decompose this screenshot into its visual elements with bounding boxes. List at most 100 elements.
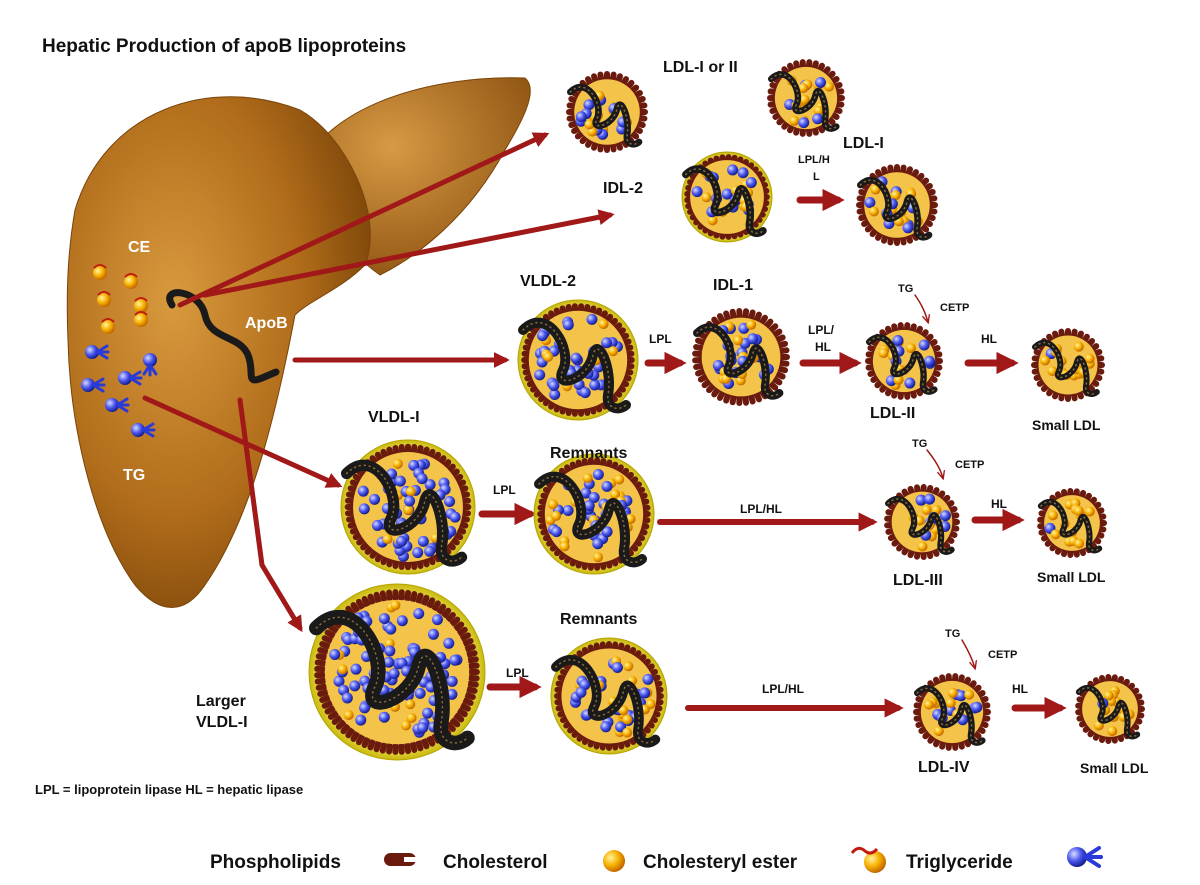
phospholipid-mark [386, 589, 393, 602]
triglyceride-mark [416, 473, 428, 485]
triglyceride-mark [745, 177, 757, 189]
liver-ce-molecule [134, 311, 148, 327]
cholesteryl-ester-mark [543, 351, 554, 362]
particle-ldl-iii [884, 484, 960, 560]
phospholipid-mark [774, 334, 786, 344]
triglyceride-mark [431, 614, 443, 626]
cholesteryl-ester-mark [598, 319, 609, 330]
triglyceride-mark [413, 608, 425, 620]
cholesteryl-ester-mark [614, 474, 625, 485]
phospholipid-mark [776, 340, 789, 349]
legend-triglyceride-label: Triglyceride [906, 852, 1013, 873]
cholesteryl-ester-mark [789, 115, 800, 126]
particle-remnants-1 [533, 453, 655, 575]
triglyceride-mark [385, 623, 397, 635]
phospholipid-mark [324, 705, 336, 715]
arrows [142, 132, 1067, 720]
cholesteryl-ester-mark [403, 504, 414, 515]
apob-strand-texture [315, 616, 469, 744]
cholesteryl-ester-mark [618, 705, 629, 716]
apob-strand-texture [887, 498, 953, 553]
phospholipid-mark [350, 730, 360, 742]
phospholipid-mark [753, 311, 762, 324]
liver-ce-molecule [97, 291, 111, 307]
apob-strand-texture [345, 464, 463, 562]
triglyceride-mark [384, 645, 396, 657]
enzyme-row3-lpl: LPL [493, 483, 516, 497]
cholesteryl-ester-mark [1047, 366, 1058, 377]
label-small-ldl-3: Small LDL [1080, 760, 1149, 776]
phospholipid-mark [748, 392, 756, 405]
triglyceride-mark [601, 337, 613, 349]
phospholipid-mark [736, 393, 743, 406]
phospholipid-mark [711, 386, 721, 398]
enzyme-row2-tg: TG [898, 283, 913, 295]
particle-labels: LDL-I or II LDL-I IDL-2 VLDL-2 IDL-1 LDL… [196, 59, 1149, 776]
label-ldl-iv: LDL-IV [918, 759, 970, 776]
phospholipid-mark [778, 354, 790, 360]
phospholipid-mark [711, 316, 721, 328]
triglyceride-mark [394, 475, 406, 487]
cholesteryl-ester-mark [917, 541, 928, 552]
liver [66, 77, 531, 608]
liver-tg-molecule [105, 397, 130, 413]
phospholipid-mark [386, 742, 393, 755]
cholesteryl-ester-mark [405, 699, 416, 710]
phospholipid-mark [404, 742, 412, 755]
triglyceride-mark [396, 657, 408, 669]
cholesteryl-ester-mark [382, 534, 393, 545]
phospholipid-mark [695, 337, 707, 346]
triglyceride-mark [747, 333, 759, 345]
cholesteryl-ester-mark [622, 727, 633, 738]
phospholipid-mark [398, 742, 405, 755]
phospholipid-mark [464, 692, 476, 700]
phospholipid-mark [763, 318, 774, 330]
label-remnants-2: Remnants [560, 611, 637, 628]
liver-apob-strand [166, 289, 280, 384]
enzyme-row4-hl: HL [1012, 682, 1028, 696]
cholesteryl-ester-mark [947, 687, 958, 698]
cholesteryl-ester-mark [1050, 529, 1061, 540]
triglyceride-mark [357, 485, 369, 497]
triglyceride-mark [333, 675, 345, 687]
phospholipid-mark [767, 380, 779, 391]
phospholipid-mark [415, 592, 424, 605]
cholesteryl-ester-mark [1107, 726, 1118, 737]
phospholipid-mark [367, 593, 376, 606]
cholesteryl-ester-mark [1040, 355, 1051, 366]
triglyceride-mark [923, 355, 935, 367]
triglyceride-mark [611, 661, 623, 673]
enzyme-row3-cetp: CETP [955, 459, 984, 471]
apob-strand [518, 317, 631, 414]
phospholipid-mark [321, 700, 334, 709]
arrow-to-vldl-i [142, 395, 343, 488]
triglyceride-mark [583, 99, 595, 111]
phospholipid-mark [692, 356, 705, 364]
phospholipid-mark [398, 589, 405, 602]
phospholipid-mark [459, 702, 471, 712]
liver-ce-molecules [93, 264, 148, 334]
phospholipid-mark [693, 343, 705, 352]
enzyme-row3-tg: TG [912, 438, 927, 450]
triglyceride-mark [551, 526, 563, 538]
triglyceride-mark [691, 186, 703, 198]
cholesteryl-ester-mark [746, 319, 757, 330]
cholesteryl-ester-mark [593, 552, 604, 563]
phospholipid-mark [742, 308, 750, 321]
cholesteryl-ester-mark [905, 343, 916, 354]
phospholipid-mark [379, 741, 387, 754]
enzyme-row3-hl: HL [991, 497, 1007, 511]
particle-idl-2 [681, 151, 773, 243]
label-ldl-i-or-ii: LDL-I or II [663, 59, 738, 76]
phospholipid-mark [355, 598, 365, 611]
cholesteryl-ester-mark [1084, 506, 1095, 517]
enzyme-idl2-lpl-hl-1: LPL/H [798, 154, 830, 166]
triglyceride-mark [329, 649, 341, 661]
cholesteryl-ester-mark [824, 81, 835, 92]
label-ldl-i: LDL-I [843, 135, 884, 152]
triglyceride-mark [639, 687, 651, 699]
phospholipid-mark [716, 313, 726, 325]
enzyme-row4-tg: TG [945, 628, 960, 640]
phospholipid-mark [464, 644, 476, 652]
